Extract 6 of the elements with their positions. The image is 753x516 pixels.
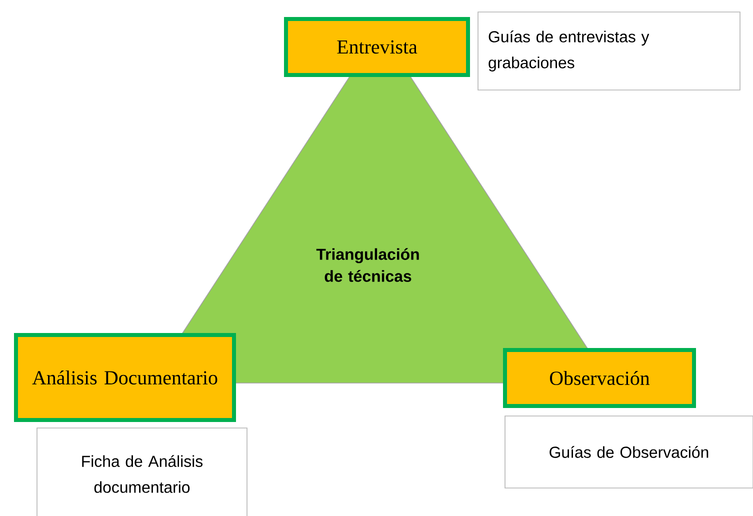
instrument-box: Guías de Observación bbox=[504, 416, 753, 488]
instrument-box: Guías de entrevistas y grabaciones bbox=[478, 12, 740, 90]
instrument-box: Ficha de Análisis documentario bbox=[36, 428, 248, 516]
technique-box: Entrevista bbox=[284, 17, 470, 77]
technique-box: Análisis Documentario bbox=[14, 333, 236, 422]
technique-box: Observación bbox=[503, 348, 696, 408]
